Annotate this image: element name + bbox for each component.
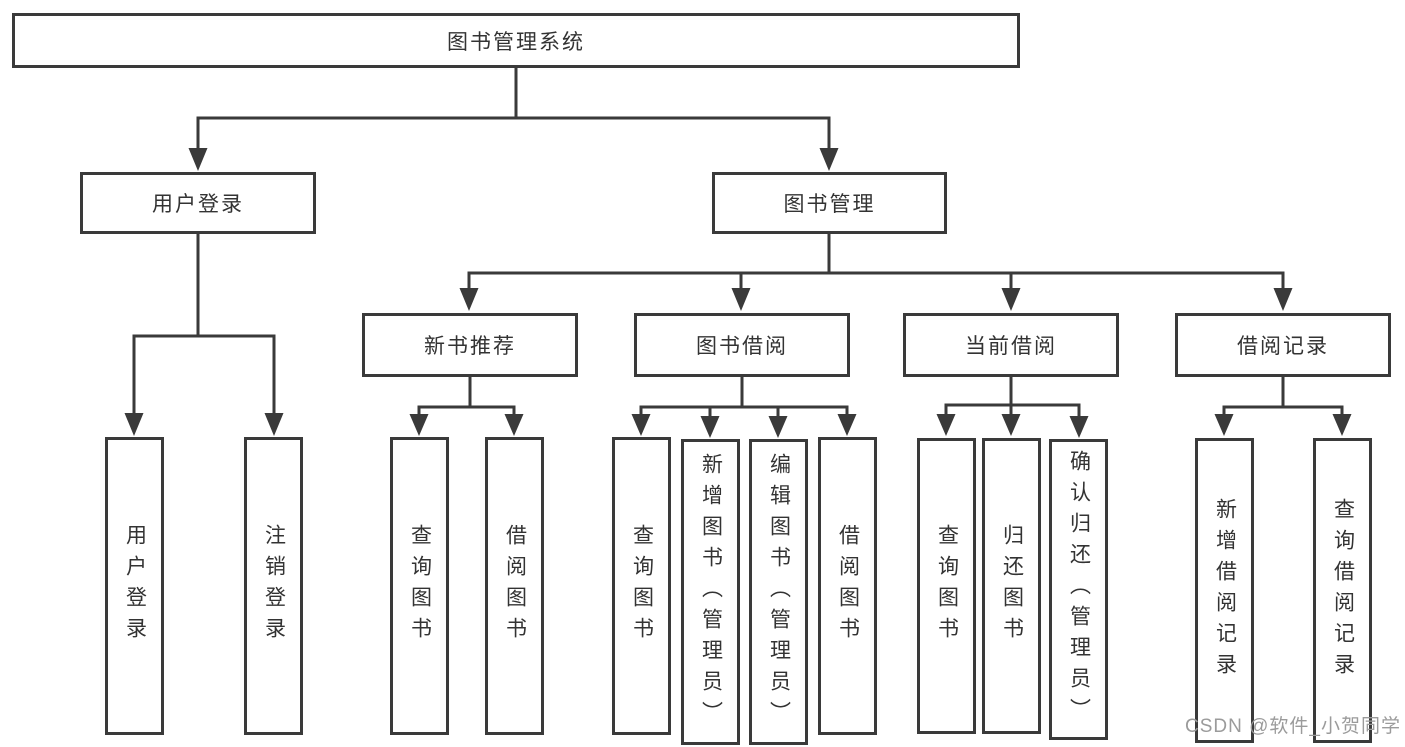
node-current-borrowing: 当前借阅 bbox=[903, 313, 1119, 377]
node-leaf-borrow-books-2: 借阅图书 bbox=[818, 437, 877, 735]
arrow-down-icon bbox=[1214, 414, 1352, 436]
arrow-down-icon bbox=[124, 413, 284, 436]
node-leaf-query-books-1: 查询图书 bbox=[390, 437, 449, 735]
connector-new-book-branch bbox=[417, 377, 516, 416]
node-book-borrowing: 图书借阅 bbox=[634, 313, 850, 377]
node-leaf-borrow-books-1: 借阅图书 bbox=[485, 437, 544, 735]
arrow-down-icon bbox=[188, 148, 839, 171]
node-leaf-query-borrow-record: 查询借阅记录 bbox=[1313, 438, 1372, 743]
node-leaf-logout: 注销登录 bbox=[244, 437, 303, 735]
node-borrowing-records: 借阅记录 bbox=[1175, 313, 1391, 377]
node-leaf-add-borrow-record: 新增借阅记录 bbox=[1195, 438, 1254, 743]
connector-user-login-branch bbox=[132, 234, 276, 414]
csdn-watermark: CSDN @软件_小贺同学 bbox=[1185, 716, 1401, 737]
connector-book-management-branch bbox=[467, 234, 1285, 290]
node-leaf-add-books-admin: 新增图书（管理员） bbox=[681, 439, 740, 745]
connector-current-borrowing-branch bbox=[944, 377, 1081, 416]
node-leaf-query-books-3: 查询图书 bbox=[917, 438, 976, 734]
arrow-down-icon bbox=[409, 414, 524, 436]
node-leaf-confirm-return-admin: 确认归还（管理员） bbox=[1049, 439, 1108, 740]
node-user-login: 用户登录 bbox=[80, 172, 316, 234]
node-leaf-return-books: 归还图书 bbox=[982, 438, 1041, 734]
connector-root-to-level2 bbox=[196, 68, 831, 150]
node-new-book-recommendation: 新书推荐 bbox=[362, 313, 578, 377]
node-leaf-query-books-2: 查询图书 bbox=[612, 437, 671, 735]
arrow-down-icon bbox=[936, 414, 1089, 438]
connector-book-borrowing-branch bbox=[639, 377, 849, 417]
arrow-down-icon bbox=[459, 288, 1293, 311]
connector-borrowing-records-branch bbox=[1222, 377, 1344, 414]
node-leaf-edit-books-admin: 编辑图书（管理员） bbox=[749, 439, 808, 745]
arrow-down-icon bbox=[631, 414, 857, 438]
node-leaf-user-login: 用户登录 bbox=[105, 437, 164, 735]
node-library-management-system: 图书管理系统 bbox=[12, 13, 1020, 68]
node-book-management: 图书管理 bbox=[712, 172, 947, 234]
